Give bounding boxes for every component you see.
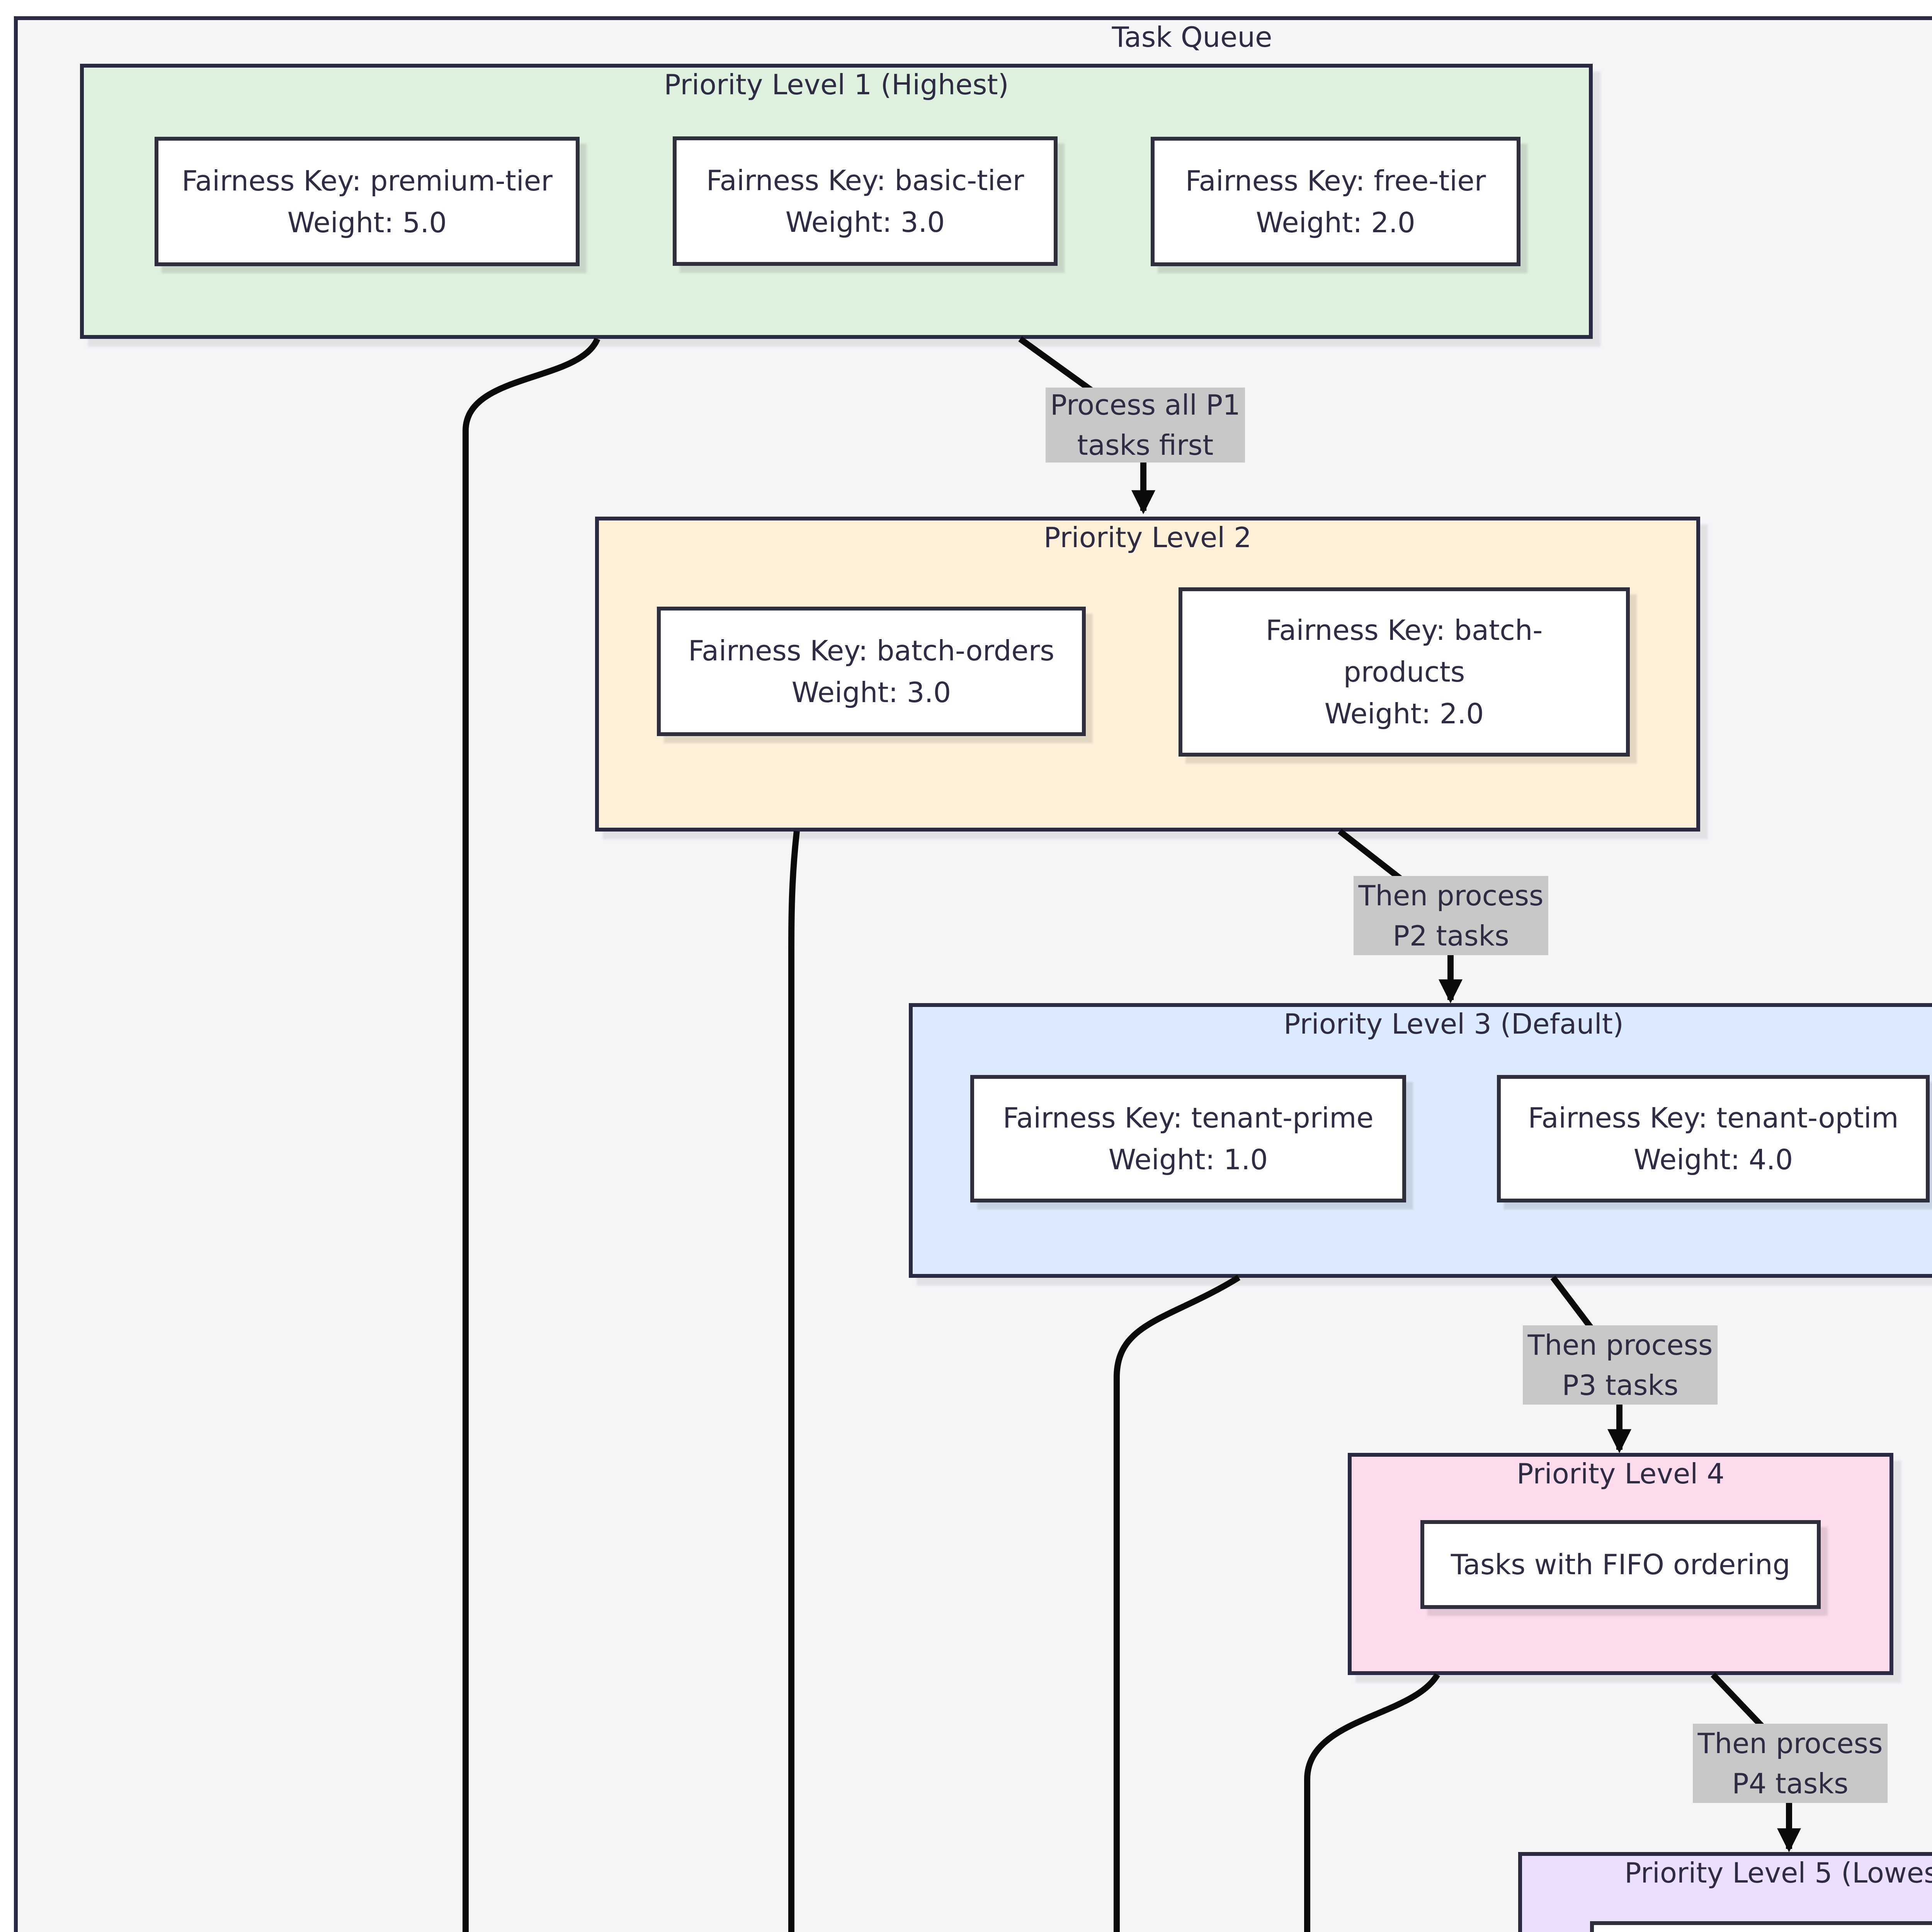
edge-label-p1-p2: Process all P1 tasks first	[1046, 388, 1245, 463]
edge-p3-to-workers	[1114, 1275, 1241, 1932]
edge-label-p3-p4-line2: P3 tasks	[1562, 1369, 1679, 1401]
edge-label-p1-p2-line2: tasks first	[1077, 429, 1214, 461]
node-basic-tier: Fairness Key: basic-tier Weight: 3.0	[673, 136, 1058, 266]
edge-label-p1-p2-line1: Process all P1	[1050, 389, 1241, 421]
edge-label-p4-p5-line2: P4 tasks	[1732, 1767, 1849, 1800]
node-basic-tier-line2: Weight: 3.0	[785, 206, 945, 238]
cluster-priority-5-label: Priority Level 5 (Lowest)	[1624, 1857, 1932, 1889]
cluster-priority-3-label: Priority Level 3 (Default)	[1283, 1008, 1624, 1040]
node-batch-orders-line1: Fairness Key: batch-orders	[688, 634, 1054, 667]
cluster-priority-1-label: Priority Level 1 (Highest)	[664, 68, 1009, 101]
node-free-tier: Fairness Key: free-tier Weight: 2.0	[1151, 137, 1520, 266]
edge-label-p4-p5-line1: Then process	[1697, 1727, 1883, 1760]
node-fifo-p5: Tasks with FIFO ordering	[1590, 1921, 1932, 1932]
node-basic-tier-line1: Fairness Key: basic-tier	[706, 164, 1024, 197]
node-tenant-prime-line2: Weight: 1.0	[1108, 1143, 1268, 1176]
edge-label-p3-p4-line1: Then process	[1527, 1328, 1713, 1361]
cluster-task-queue-label: Task Queue	[1112, 21, 1272, 53]
cluster-priority-4-label: Priority Level 4	[1517, 1458, 1725, 1490]
node-tenant-optim-line1: Fairness Key: tenant-optim	[1528, 1102, 1899, 1134]
node-batch-orders: Fairness Key: batch-orders Weight: 3.0	[657, 607, 1086, 736]
node-tenant-prime-line1: Fairness Key: tenant-prime	[1003, 1102, 1374, 1134]
node-batch-products: Fairness Key: batch- products Weight: 2.…	[1179, 587, 1630, 757]
edge-label-p3-p4: Then process P3 tasks	[1523, 1325, 1718, 1405]
edge-label-p4-p5: Then process P4 tasks	[1693, 1724, 1888, 1803]
cluster-priority-5	[1518, 1852, 1932, 1932]
node-batch-products-line3: Weight: 2.0	[1324, 697, 1484, 730]
node-premium-tier-line1: Fairness Key: premium-tier	[182, 164, 553, 197]
node-free-tier-line1: Fairness Key: free-tier	[1185, 164, 1486, 197]
node-batch-products-line2: products	[1343, 656, 1465, 688]
edge-label-p2-p3: Then process P2 tasks	[1354, 876, 1548, 955]
node-tenant-prime: Fairness Key: tenant-prime Weight: 1.0	[970, 1075, 1406, 1202]
cluster-priority-2-label: Priority Level 2	[1044, 521, 1252, 554]
edge-p4-to-workers	[1304, 1673, 1440, 1932]
node-fifo-p4: Tasks with FIFO ordering	[1420, 1520, 1821, 1609]
node-tenant-optim-line2: Weight: 4.0	[1633, 1143, 1793, 1176]
edge-label-p2-p3-line1: Then process	[1358, 879, 1544, 912]
node-tenant-optim: Fairness Key: tenant-optim Weight: 4.0	[1497, 1075, 1930, 1202]
node-premium-tier: Fairness Key: premium-tier Weight: 5.0	[155, 137, 580, 266]
node-premium-tier-line2: Weight: 5.0	[287, 206, 447, 239]
node-batch-orders-line2: Weight: 3.0	[791, 676, 951, 709]
node-free-tier-line2: Weight: 2.0	[1256, 206, 1415, 239]
node-batch-products-line1: Fairness Key: batch-	[1265, 614, 1543, 646]
edge-p1-to-workers	[463, 337, 600, 1932]
edge-p2-to-workers	[788, 831, 800, 1932]
node-fifo-p4-line1: Tasks with FIFO ordering	[1451, 1548, 1791, 1581]
edge-label-p2-p3-line2: P2 tasks	[1393, 919, 1509, 952]
